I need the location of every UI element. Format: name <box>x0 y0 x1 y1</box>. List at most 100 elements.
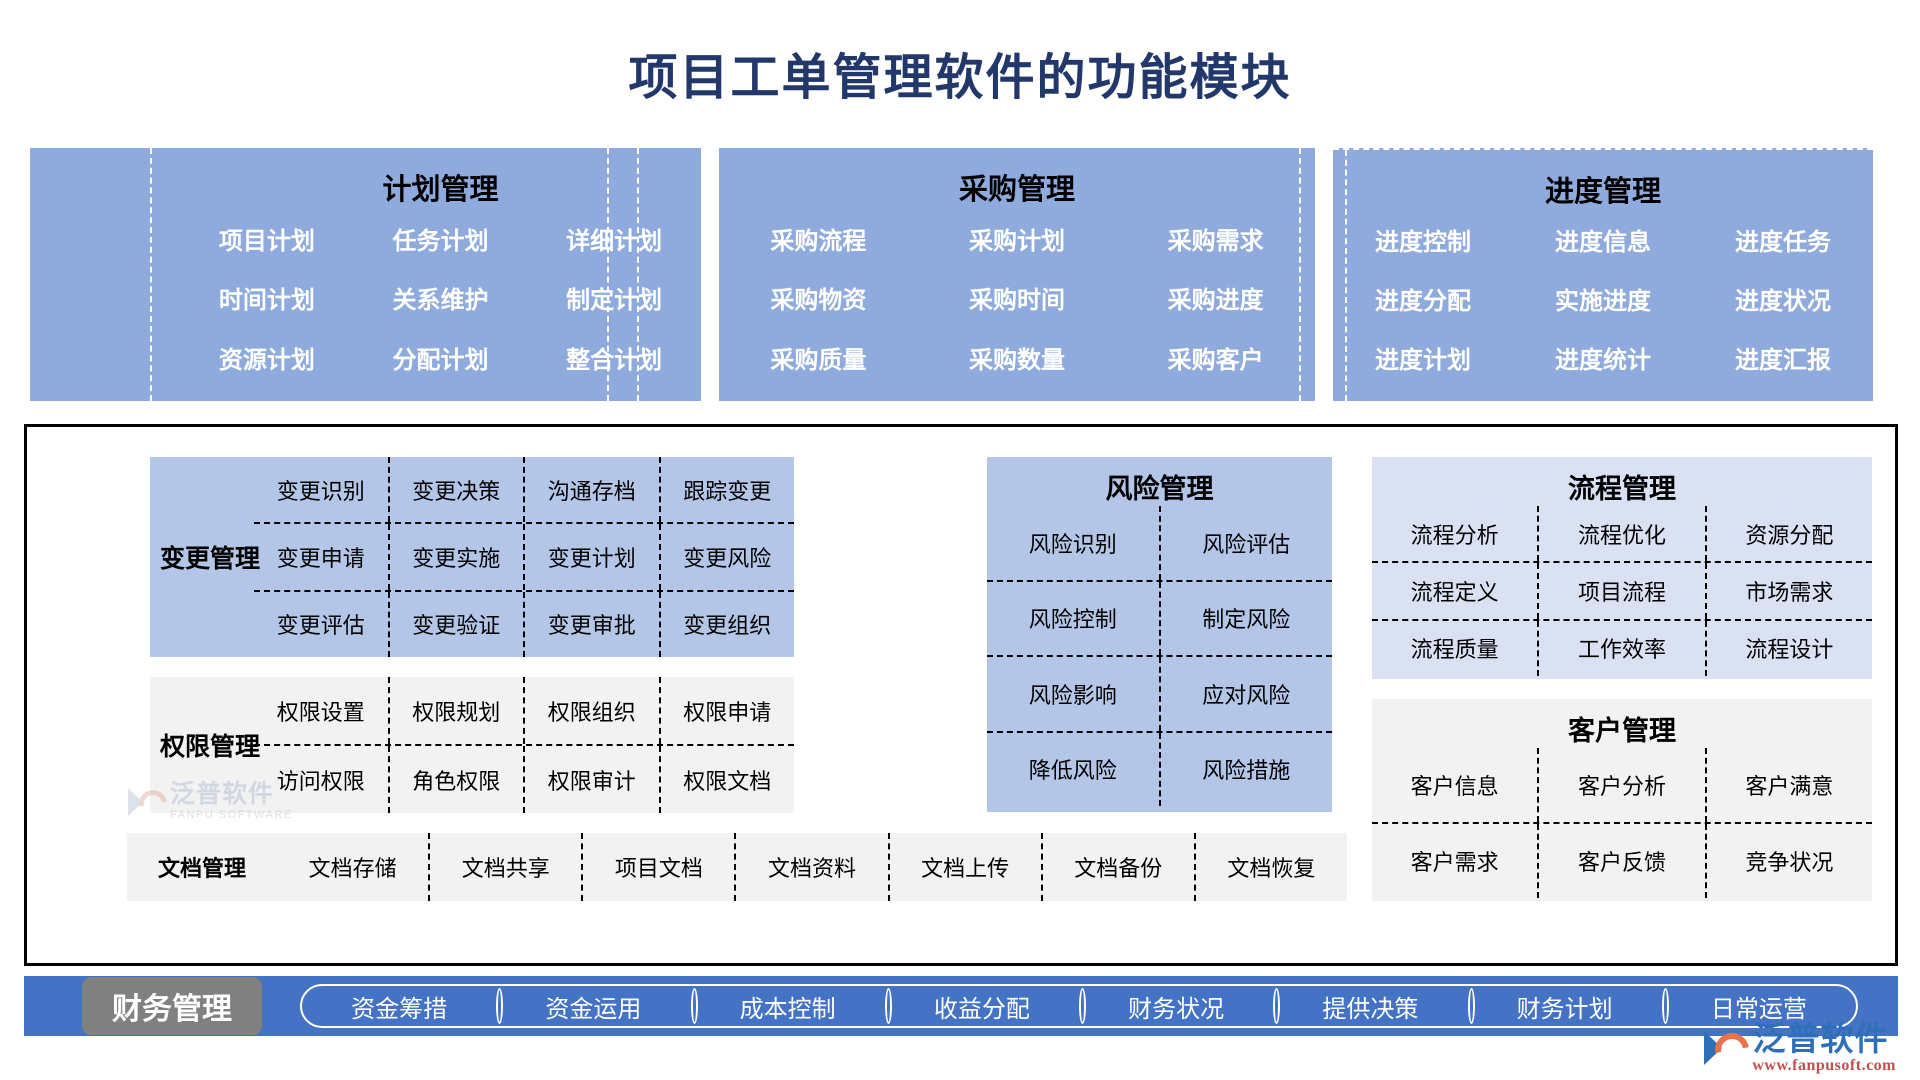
module-item[interactable]: 采购时间 <box>969 288 1065 315</box>
module-item[interactable]: 关系维护 <box>392 288 489 315</box>
module-item[interactable]: 变更评估 <box>254 591 390 657</box>
module-item[interactable]: 分配计划 <box>392 347 489 374</box>
module-item[interactable]: 流程优化 <box>1539 506 1707 562</box>
module-item[interactable]: 项目文档 <box>583 833 737 901</box>
finance-item[interactable]: 财务计划 <box>1467 986 1662 1026</box>
module-item[interactable]: 制定风险 <box>1202 607 1291 633</box>
module-risk-management[interactable]: 风险管理 风险识别 风险评估 风险控制 制定风险 风险影响 应对风险 降低风险 … <box>987 457 1332 812</box>
module-item[interactable]: 流程设计 <box>1745 637 1834 663</box>
module-item[interactable]: 采购计划 <box>969 228 1065 255</box>
finance-item[interactable]: 财务状况 <box>1079 986 1273 1026</box>
module-item[interactable]: 进度状况 <box>1735 289 1831 316</box>
finance-badge[interactable]: 财务管理 <box>82 977 262 1035</box>
module-customer-management[interactable]: 客户管理 客户信息 客户分析 客户满意 客户需求 客户反馈 竞争状况 <box>1372 699 1872 901</box>
module-item[interactable]: 实施进度 <box>1555 289 1651 316</box>
module-item[interactable]: 进度汇报 <box>1735 348 1831 375</box>
module-item[interactable]: 任务计划 <box>392 228 489 255</box>
module-item[interactable]: 客户满意 <box>1745 774 1834 799</box>
module-item[interactable]: 竞争状况 <box>1745 850 1834 875</box>
module-change-management[interactable]: 变更管理 变更识别 变更决策 沟通存档 跟踪变更 变更申请 变更实施 变更计划 … <box>150 457 794 657</box>
module-process-management[interactable]: 流程管理 流程分析 流程优化 资源分配 流程定义 项目流程 市场需求 流程质量 … <box>1372 457 1872 679</box>
module-item[interactable]: 访问权限 <box>254 746 390 813</box>
module-item[interactable]: 权限文档 <box>683 768 772 794</box>
module-item[interactable]: 跟踪变更 <box>683 478 772 504</box>
module-item[interactable]: 采购质量 <box>770 347 867 374</box>
module-item[interactable]: 权限规划 <box>390 677 525 744</box>
module-item[interactable]: 权限设置 <box>254 677 390 744</box>
module-item[interactable]: 采购进度 <box>1167 288 1264 315</box>
finance-item[interactable]: 日常运营 <box>1661 986 1856 1026</box>
module-item[interactable]: 流程质量 <box>1372 620 1540 676</box>
module-item[interactable]: 降低风险 <box>987 732 1161 806</box>
finance-item[interactable]: 收益分配 <box>884 986 1079 1026</box>
module-item[interactable]: 风险影响 <box>987 657 1161 731</box>
module-permission-management[interactable]: 权限管理 权限设置 权限规划 权限组织 权限申请 访问权限 角色权限 权限审计 … <box>150 677 794 813</box>
module-item[interactable]: 进度控制 <box>1375 230 1471 257</box>
module-item[interactable]: 流程分析 <box>1372 506 1540 562</box>
module-item[interactable]: 项目流程 <box>1539 563 1707 619</box>
module-item[interactable]: 文档备份 <box>1043 833 1196 901</box>
panel-plan-management[interactable]: 计划管理 项目计划 任务计划 详细计划 时间计划 关系维护 制定计划 资源计划 … <box>30 148 701 401</box>
module-item[interactable]: 文档存储 <box>277 833 431 901</box>
watermark-sub: FANPU SOFTWARE <box>170 809 293 821</box>
module-item[interactable]: 流程定义 <box>1372 563 1540 619</box>
panel-progress-management[interactable]: 进度管理 进度控制 进度信息 进度任务 进度分配 实施进度 进度状况 进度计划 … <box>1333 148 1873 401</box>
module-item[interactable]: 项目计划 <box>218 228 315 255</box>
module-item[interactable]: 整合计划 <box>566 347 663 374</box>
module-item[interactable]: 工作效率 <box>1539 620 1707 676</box>
module-item[interactable]: 风险措施 <box>1202 758 1291 784</box>
module-item[interactable]: 文档资料 <box>736 833 890 901</box>
brand-name: 泛普软件 <box>1752 1020 1889 1057</box>
finance-item[interactable]: 资金运用 <box>496 986 690 1026</box>
module-row: 客户需求 客户反馈 竞争状况 <box>1372 824 1872 898</box>
module-item[interactable]: 客户信息 <box>1372 748 1540 822</box>
module-item[interactable]: 客户反馈 <box>1539 824 1707 898</box>
finance-item[interactable]: 成本控制 <box>690 986 885 1026</box>
module-item[interactable]: 变更申请 <box>254 524 390 590</box>
module-item[interactable]: 市场需求 <box>1745 579 1834 605</box>
module-item[interactable]: 文档恢复 <box>1227 856 1316 881</box>
module-item[interactable]: 变更审批 <box>525 591 661 657</box>
module-item[interactable]: 进度信息 <box>1555 230 1651 257</box>
module-item[interactable]: 采购流程 <box>770 228 867 255</box>
module-document-management[interactable]: 文档管理 文档存储 文档共享 项目文档 文档资料 文档上传 文档备份 文档恢复 <box>127 833 1347 901</box>
module-item[interactable]: 采购物资 <box>770 288 867 315</box>
finance-item[interactable]: 提供决策 <box>1273 986 1467 1026</box>
module-item[interactable]: 客户分析 <box>1539 748 1707 822</box>
module-item[interactable]: 文档上传 <box>890 833 1043 901</box>
module-item[interactable]: 风险控制 <box>987 581 1161 655</box>
finance-item[interactable]: 资金筹措 <box>351 996 448 1023</box>
module-item[interactable]: 权限组织 <box>525 677 661 744</box>
module-item[interactable]: 文档共享 <box>430 833 584 901</box>
module-row: 流程定义 项目流程 市场需求 <box>1372 563 1872 621</box>
module-item[interactable]: 变更计划 <box>525 524 661 590</box>
module-item[interactable]: 沟通存档 <box>525 457 661 523</box>
module-item[interactable]: 客户需求 <box>1372 824 1540 898</box>
module-item[interactable]: 进度任务 <box>1735 230 1831 257</box>
module-item[interactable]: 风险评估 <box>1202 531 1291 557</box>
module-item[interactable]: 进度统计 <box>1555 348 1651 375</box>
module-item[interactable]: 进度分配 <box>1375 289 1471 316</box>
module-item[interactable]: 变更风险 <box>683 545 772 571</box>
module-item[interactable]: 权限申请 <box>683 699 772 725</box>
module-item[interactable]: 采购需求 <box>1167 228 1264 255</box>
module-item[interactable]: 采购数量 <box>969 347 1065 374</box>
module-item[interactable]: 风险识别 <box>987 506 1161 580</box>
module-item[interactable]: 制定计划 <box>566 288 663 315</box>
module-item[interactable]: 采购客户 <box>1167 347 1264 374</box>
module-item[interactable]: 变更决策 <box>390 457 525 523</box>
module-item[interactable]: 进度计划 <box>1375 348 1471 375</box>
module-item[interactable]: 角色权限 <box>390 746 525 813</box>
module-item[interactable]: 变更识别 <box>254 457 390 523</box>
module-item[interactable]: 详细计划 <box>566 228 663 255</box>
module-item[interactable]: 变更验证 <box>390 591 525 657</box>
module-item[interactable]: 变更组织 <box>683 613 772 639</box>
module-item[interactable]: 权限审计 <box>525 746 661 813</box>
module-item[interactable]: 时间计划 <box>218 288 315 315</box>
module-item[interactable]: 变更实施 <box>390 524 525 590</box>
module-item[interactable]: 资源分配 <box>1745 522 1834 548</box>
panel-procurement-management[interactable]: 采购管理 采购流程 采购计划 采购需求 采购物资 采购时间 采购进度 采购质量 … <box>719 148 1315 401</box>
module-item[interactable]: 资源计划 <box>218 347 315 374</box>
module-item[interactable]: 应对风险 <box>1202 682 1291 708</box>
